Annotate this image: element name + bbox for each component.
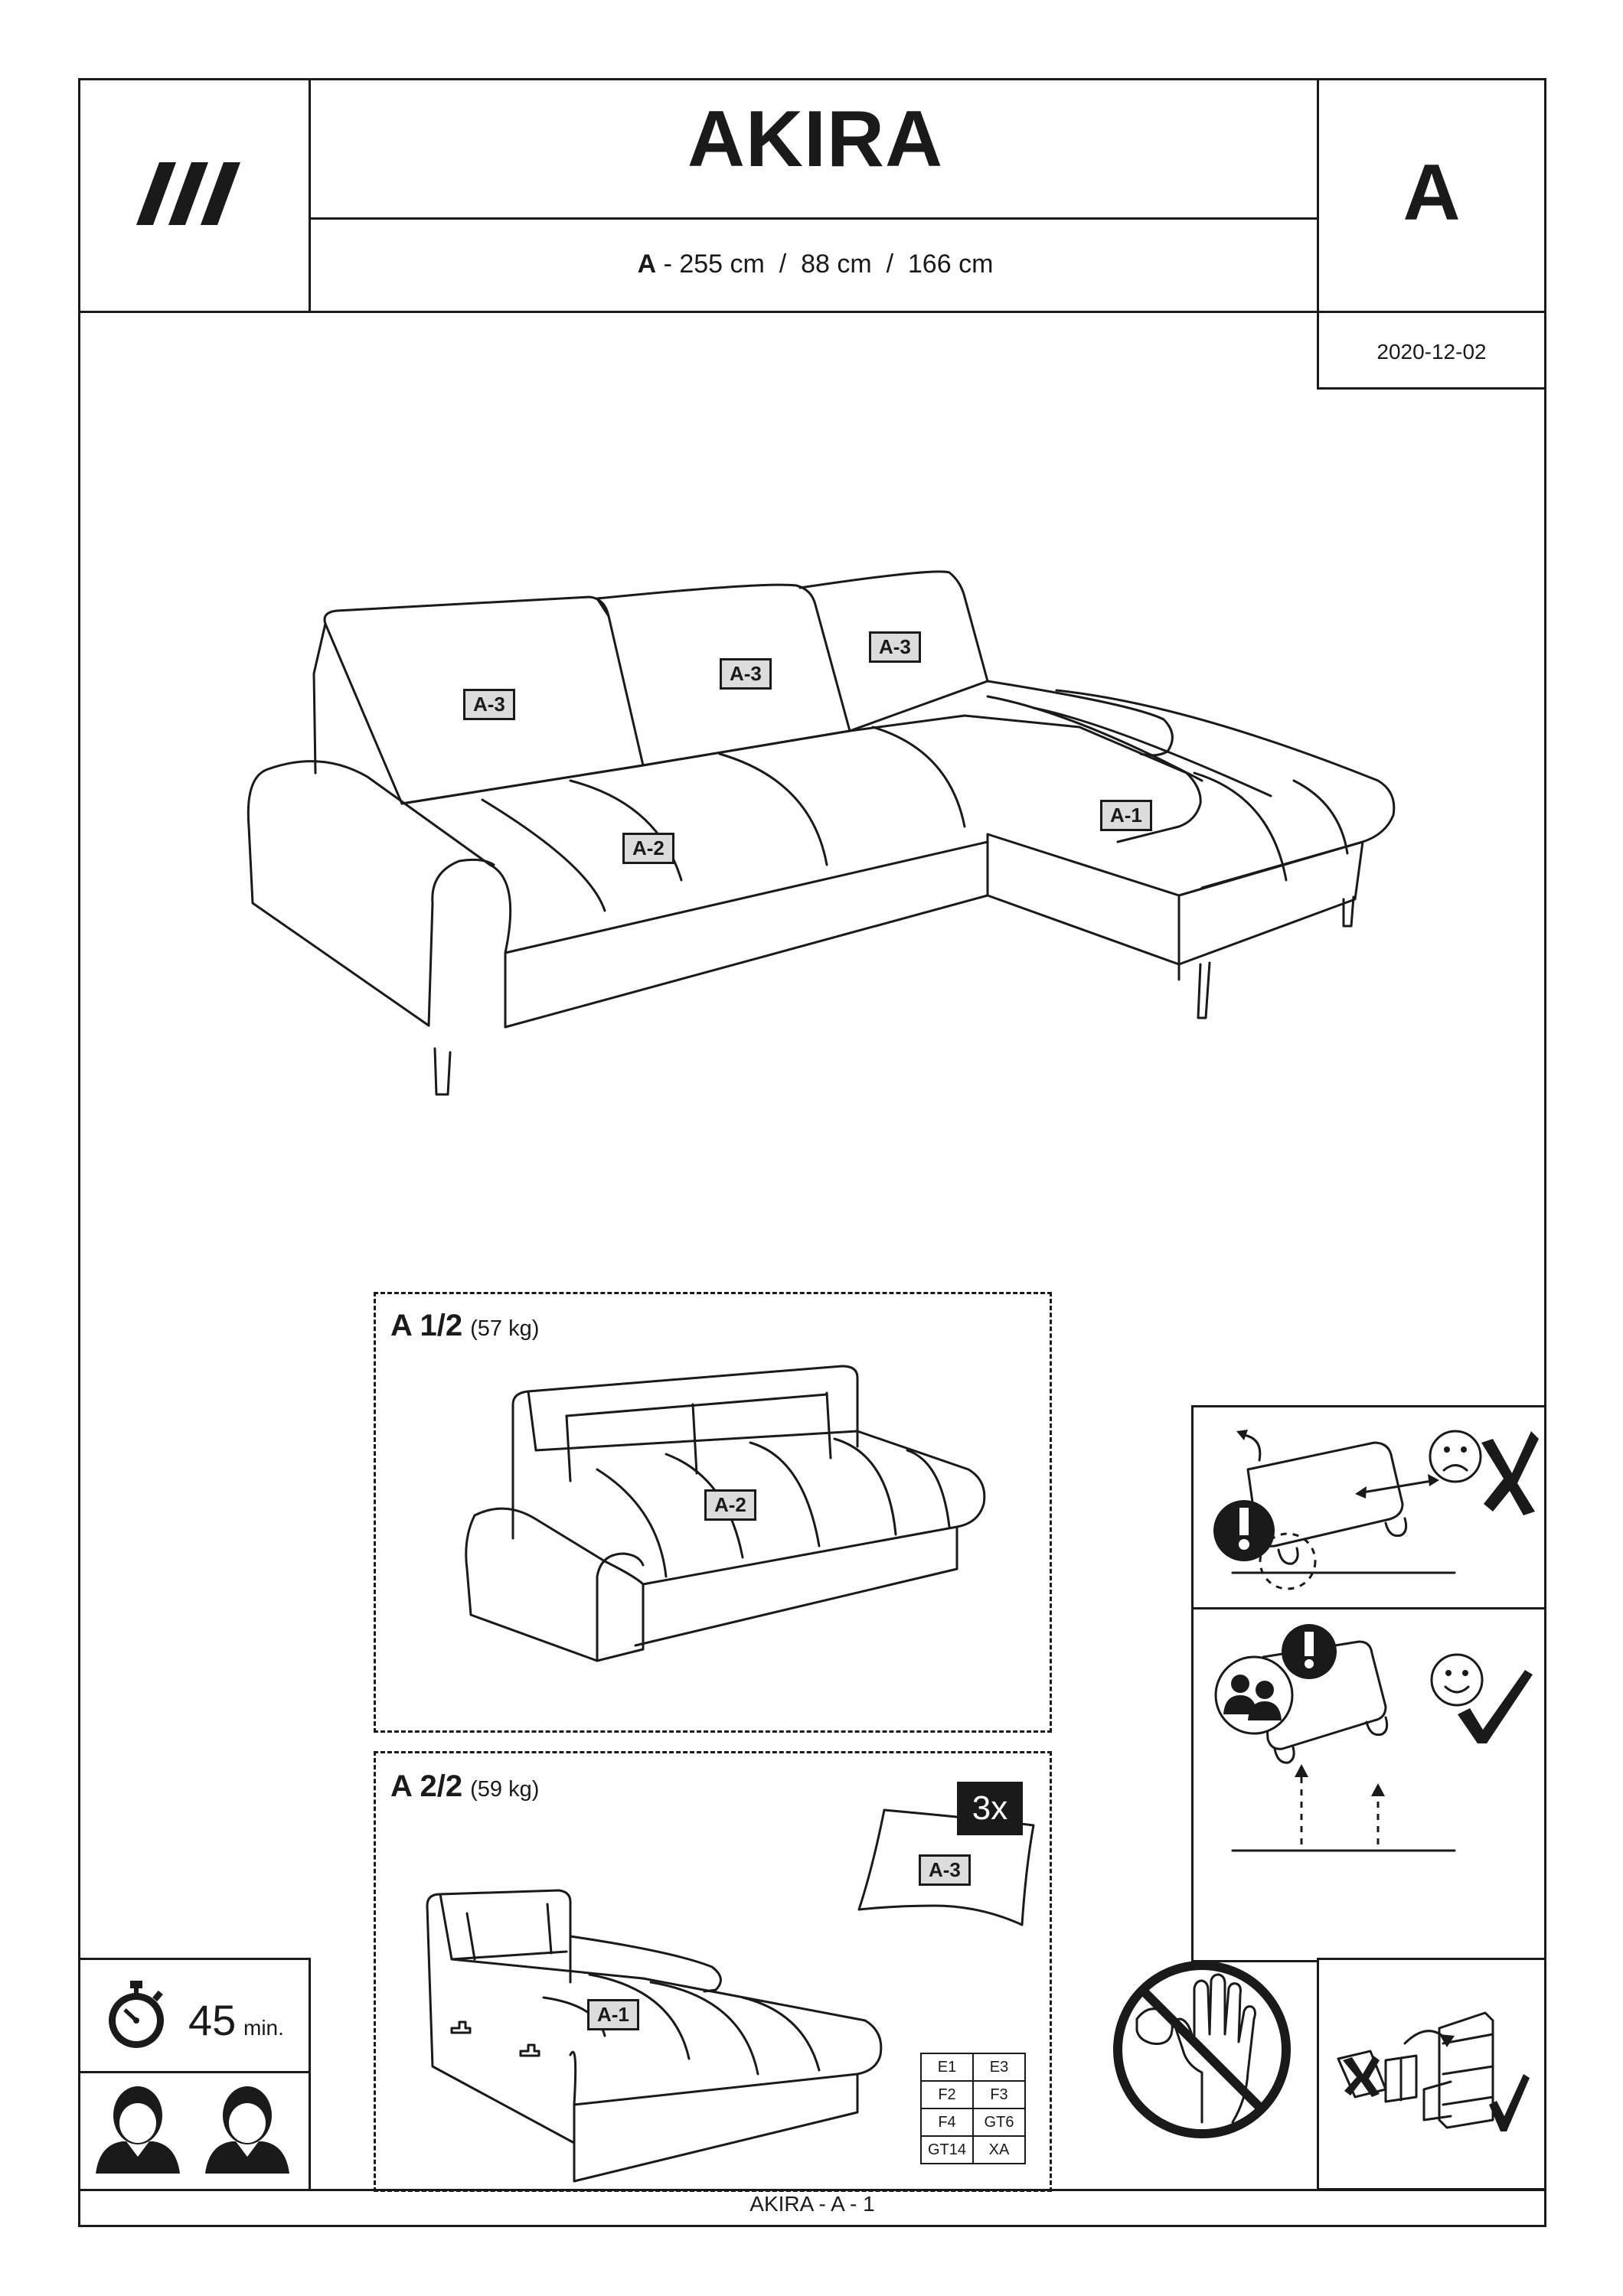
part-a1-code: A 1/2 — [390, 1309, 463, 1342]
label-seat-section: A-2 — [622, 833, 674, 864]
happy-face-icon — [1430, 1653, 1484, 1707]
part-a2-illustration — [426, 1889, 883, 2183]
handling-divider — [1191, 1607, 1546, 1609]
dimensions: A - 255 cm / 88 cm / 166 cm — [310, 251, 1321, 277]
logo-divider — [309, 78, 311, 312]
label-back-cushion-middle: A-3 — [720, 658, 772, 690]
label-back-cushion-right: A-3 — [869, 631, 921, 663]
page-frame — [78, 78, 1546, 2227]
part-a2-code: A 2/2 — [390, 1769, 463, 1803]
part-a2-box — [374, 1751, 1052, 2192]
part-a1-weight: (57 kg) — [470, 1316, 540, 1341]
person-icon — [205, 2086, 289, 2174]
fitting-code: XA — [972, 2135, 1026, 2164]
module-letter: A — [1403, 148, 1461, 237]
time-box-divider — [78, 2071, 309, 2073]
assembly-time-unit: min. — [243, 2016, 284, 2040]
dimensions-prefix: A — [637, 249, 657, 279]
time-box-top — [78, 1958, 309, 1960]
fitting-code: GT6 — [972, 2108, 1026, 2137]
date-box-bottom — [1317, 387, 1546, 390]
assembly-time-value: 45 — [188, 1996, 237, 2044]
letter-divider — [1317, 78, 1319, 389]
no-pets-icon — [1113, 1961, 1291, 2138]
part-a1-label: A-2 — [704, 1489, 756, 1521]
fitting-code: F3 — [972, 2080, 1026, 2109]
correct-handling-illustration — [1214, 1624, 1456, 1852]
fitting-code: E1 — [920, 2053, 974, 2082]
check-mark-icon — [1458, 1670, 1533, 1743]
label-chaise-section: A-1 — [1100, 800, 1152, 831]
fitting-code: E3 — [972, 2053, 1026, 2082]
wrong-handling-illustration — [1213, 1430, 1456, 1590]
stopwatch-icon — [109, 1981, 164, 2048]
fitting-code: GT14 — [920, 2135, 974, 2164]
part-a1-box — [374, 1292, 1052, 1733]
part-a1-illustration — [465, 1365, 986, 1662]
part-a2-title: A 2/2 (59 kg) — [390, 1771, 539, 1802]
label-back-cushion-left: A-3 — [463, 689, 515, 720]
header-divider — [78, 311, 1546, 313]
page-footer: AKIRA - A - 1 — [749, 2192, 875, 2216]
sofa-main-illustration — [247, 570, 1396, 1096]
logo-stripes-icon — [136, 162, 240, 225]
cushion-quantity-badge: 3x — [957, 1782, 1023, 1835]
sad-face-icon — [1429, 1430, 1482, 1483]
packaging-box — [1317, 1958, 1546, 2190]
time-box-right — [309, 1958, 311, 2190]
product-title: AKIRA — [687, 95, 944, 184]
cushion-label: A-3 — [919, 1854, 971, 1886]
dimensions-values: - 255 cm / 88 cm / 166 cm — [656, 249, 994, 279]
part-a1-title: A 1/2 (57 kg) — [390, 1310, 539, 1341]
part-a2-label: A-1 — [587, 1999, 639, 2030]
box-recycle-icon — [1337, 2011, 1530, 2131]
fitting-code: F2 — [920, 2080, 974, 2109]
cross-mark-icon — [1481, 1431, 1539, 1515]
document-date: 2020-12-02 — [1376, 340, 1487, 364]
title-divider — [310, 217, 1319, 220]
part-a2-weight: (59 kg) — [470, 1777, 540, 1802]
fitting-code: F4 — [920, 2108, 974, 2137]
person-icon — [96, 2086, 180, 2174]
